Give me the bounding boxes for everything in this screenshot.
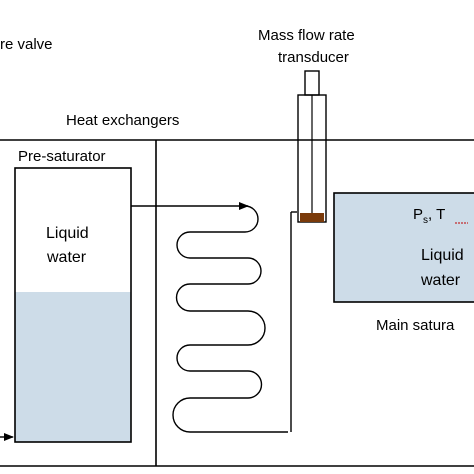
heat-exchangers-label: Heat exchangers [66, 112, 179, 129]
main-saturator-label: Main satura [376, 317, 455, 334]
main-liquid-label-1: Liquid [421, 247, 464, 264]
transducer-top-connector [304, 70, 320, 96]
pre-saturator-liquid-label-1: Liquid [46, 225, 89, 242]
transducer-label-line1: Mass flow rate [258, 27, 355, 44]
transducer-sensor-tip [300, 213, 324, 222]
heat-exchanger-coil [172, 205, 288, 433]
pre-saturator-label: Pre-saturator [18, 148, 106, 165]
main-saturator-water [333, 192, 474, 303]
pre-saturator-liquid-label-2: water [46, 249, 87, 266]
pre-saturator-vessel [14, 167, 132, 443]
ps-ts-label: Ps, T [413, 206, 445, 226]
transducer-label-line2: transducer [278, 49, 349, 66]
main-liquid-label-2: water [420, 272, 461, 289]
pre-saturator-water [15, 292, 131, 442]
valve-label: re valve [0, 36, 53, 53]
